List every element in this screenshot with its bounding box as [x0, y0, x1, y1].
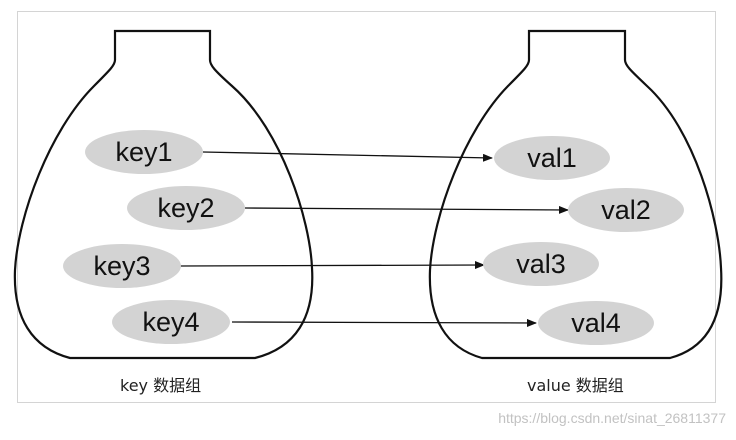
key-label-4: key4	[142, 307, 199, 337]
value-node-2: val2	[568, 188, 684, 232]
key-node-4: key4	[112, 300, 230, 344]
value-node-3: val3	[483, 242, 599, 286]
key-node-3: key3	[63, 244, 181, 288]
key-node-2: key2	[127, 186, 245, 230]
value-node-4: val4	[538, 301, 654, 345]
value-label-3: val3	[516, 249, 566, 279]
mapping-arrow-3	[180, 265, 484, 266]
watermark-text: https://blog.csdn.net/sinat_26811377	[498, 410, 726, 426]
key-label-3: key3	[93, 251, 150, 281]
key-group-caption: key 数据组	[120, 372, 201, 396]
key-node-1: key1	[85, 130, 203, 174]
value-group-caption: value 数据组	[527, 372, 624, 396]
value-label-1: val1	[527, 143, 577, 173]
mapping-arrow-4	[232, 322, 536, 323]
mapping-arrow-1	[203, 152, 492, 158]
value-label-4: val4	[571, 308, 621, 338]
key-label-1: key1	[115, 137, 172, 167]
value-label-2: val2	[601, 195, 651, 225]
mapping-arrow-2	[245, 208, 568, 210]
key-label-2: key2	[157, 193, 214, 223]
value-node-1: val1	[494, 136, 610, 180]
